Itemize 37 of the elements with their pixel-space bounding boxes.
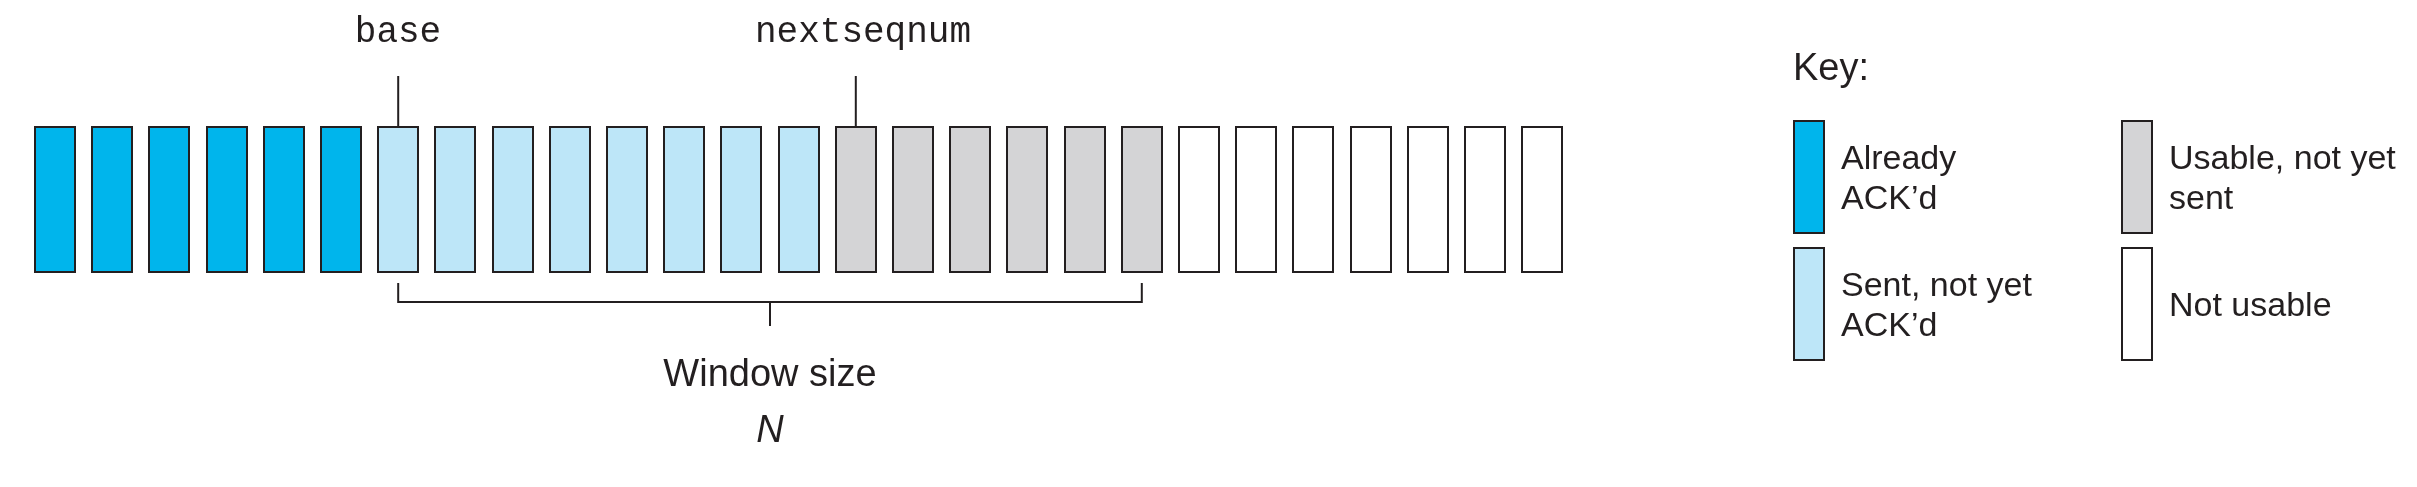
legend-text: Already ACK’d bbox=[1841, 137, 1958, 217]
window-size-label: Window size N bbox=[662, 351, 878, 452]
sequence-number-slot bbox=[949, 126, 992, 273]
legend-text: Sent, not yet ACK’d bbox=[1841, 264, 2033, 344]
sequence-number-slot bbox=[1178, 126, 1220, 273]
sequence-number-slot bbox=[720, 126, 763, 273]
sequence-number-slot bbox=[205, 126, 248, 273]
legend-text: Not usable bbox=[2169, 284, 2333, 324]
leader-line bbox=[397, 75, 400, 127]
sequence-number-slot bbox=[1063, 126, 1106, 273]
sequence-number-slot bbox=[434, 126, 477, 273]
sequence-number-slot bbox=[1406, 126, 1449, 273]
sequence-number-slot bbox=[1349, 126, 1392, 273]
sequence-number-slot bbox=[148, 126, 191, 273]
sequence-number-slot bbox=[320, 126, 362, 273]
pointer-label: nextseqnum bbox=[755, 12, 971, 53]
sequence-number-slot bbox=[377, 126, 420, 273]
legend-heading: Key: bbox=[1793, 46, 1870, 89]
sequence-number-slot bbox=[892, 126, 934, 273]
legend-text: Usable, not yet sent bbox=[2169, 137, 2397, 217]
sequence-number-slot bbox=[777, 126, 820, 273]
sequence-number-slot bbox=[34, 126, 76, 273]
sequence-number-slot bbox=[606, 126, 648, 273]
sequence-number-slot bbox=[91, 126, 134, 273]
sequence-number-slot bbox=[1464, 126, 1506, 273]
sequence-number-slot bbox=[1292, 126, 1335, 273]
sequence-number-slot bbox=[1120, 126, 1163, 273]
sequence-number-slot bbox=[834, 126, 877, 273]
leader-line bbox=[854, 75, 857, 127]
sequence-number-slot bbox=[491, 126, 534, 273]
pointer-label: base bbox=[354, 12, 442, 53]
sequence-number-slot bbox=[663, 126, 706, 273]
sequence-number-slot bbox=[262, 126, 305, 273]
sequence-number-slot bbox=[1235, 126, 1278, 273]
sequence-number-slot bbox=[1521, 126, 1564, 273]
sequence-number-slot bbox=[548, 126, 591, 273]
sequence-number-slot bbox=[1006, 126, 1049, 273]
